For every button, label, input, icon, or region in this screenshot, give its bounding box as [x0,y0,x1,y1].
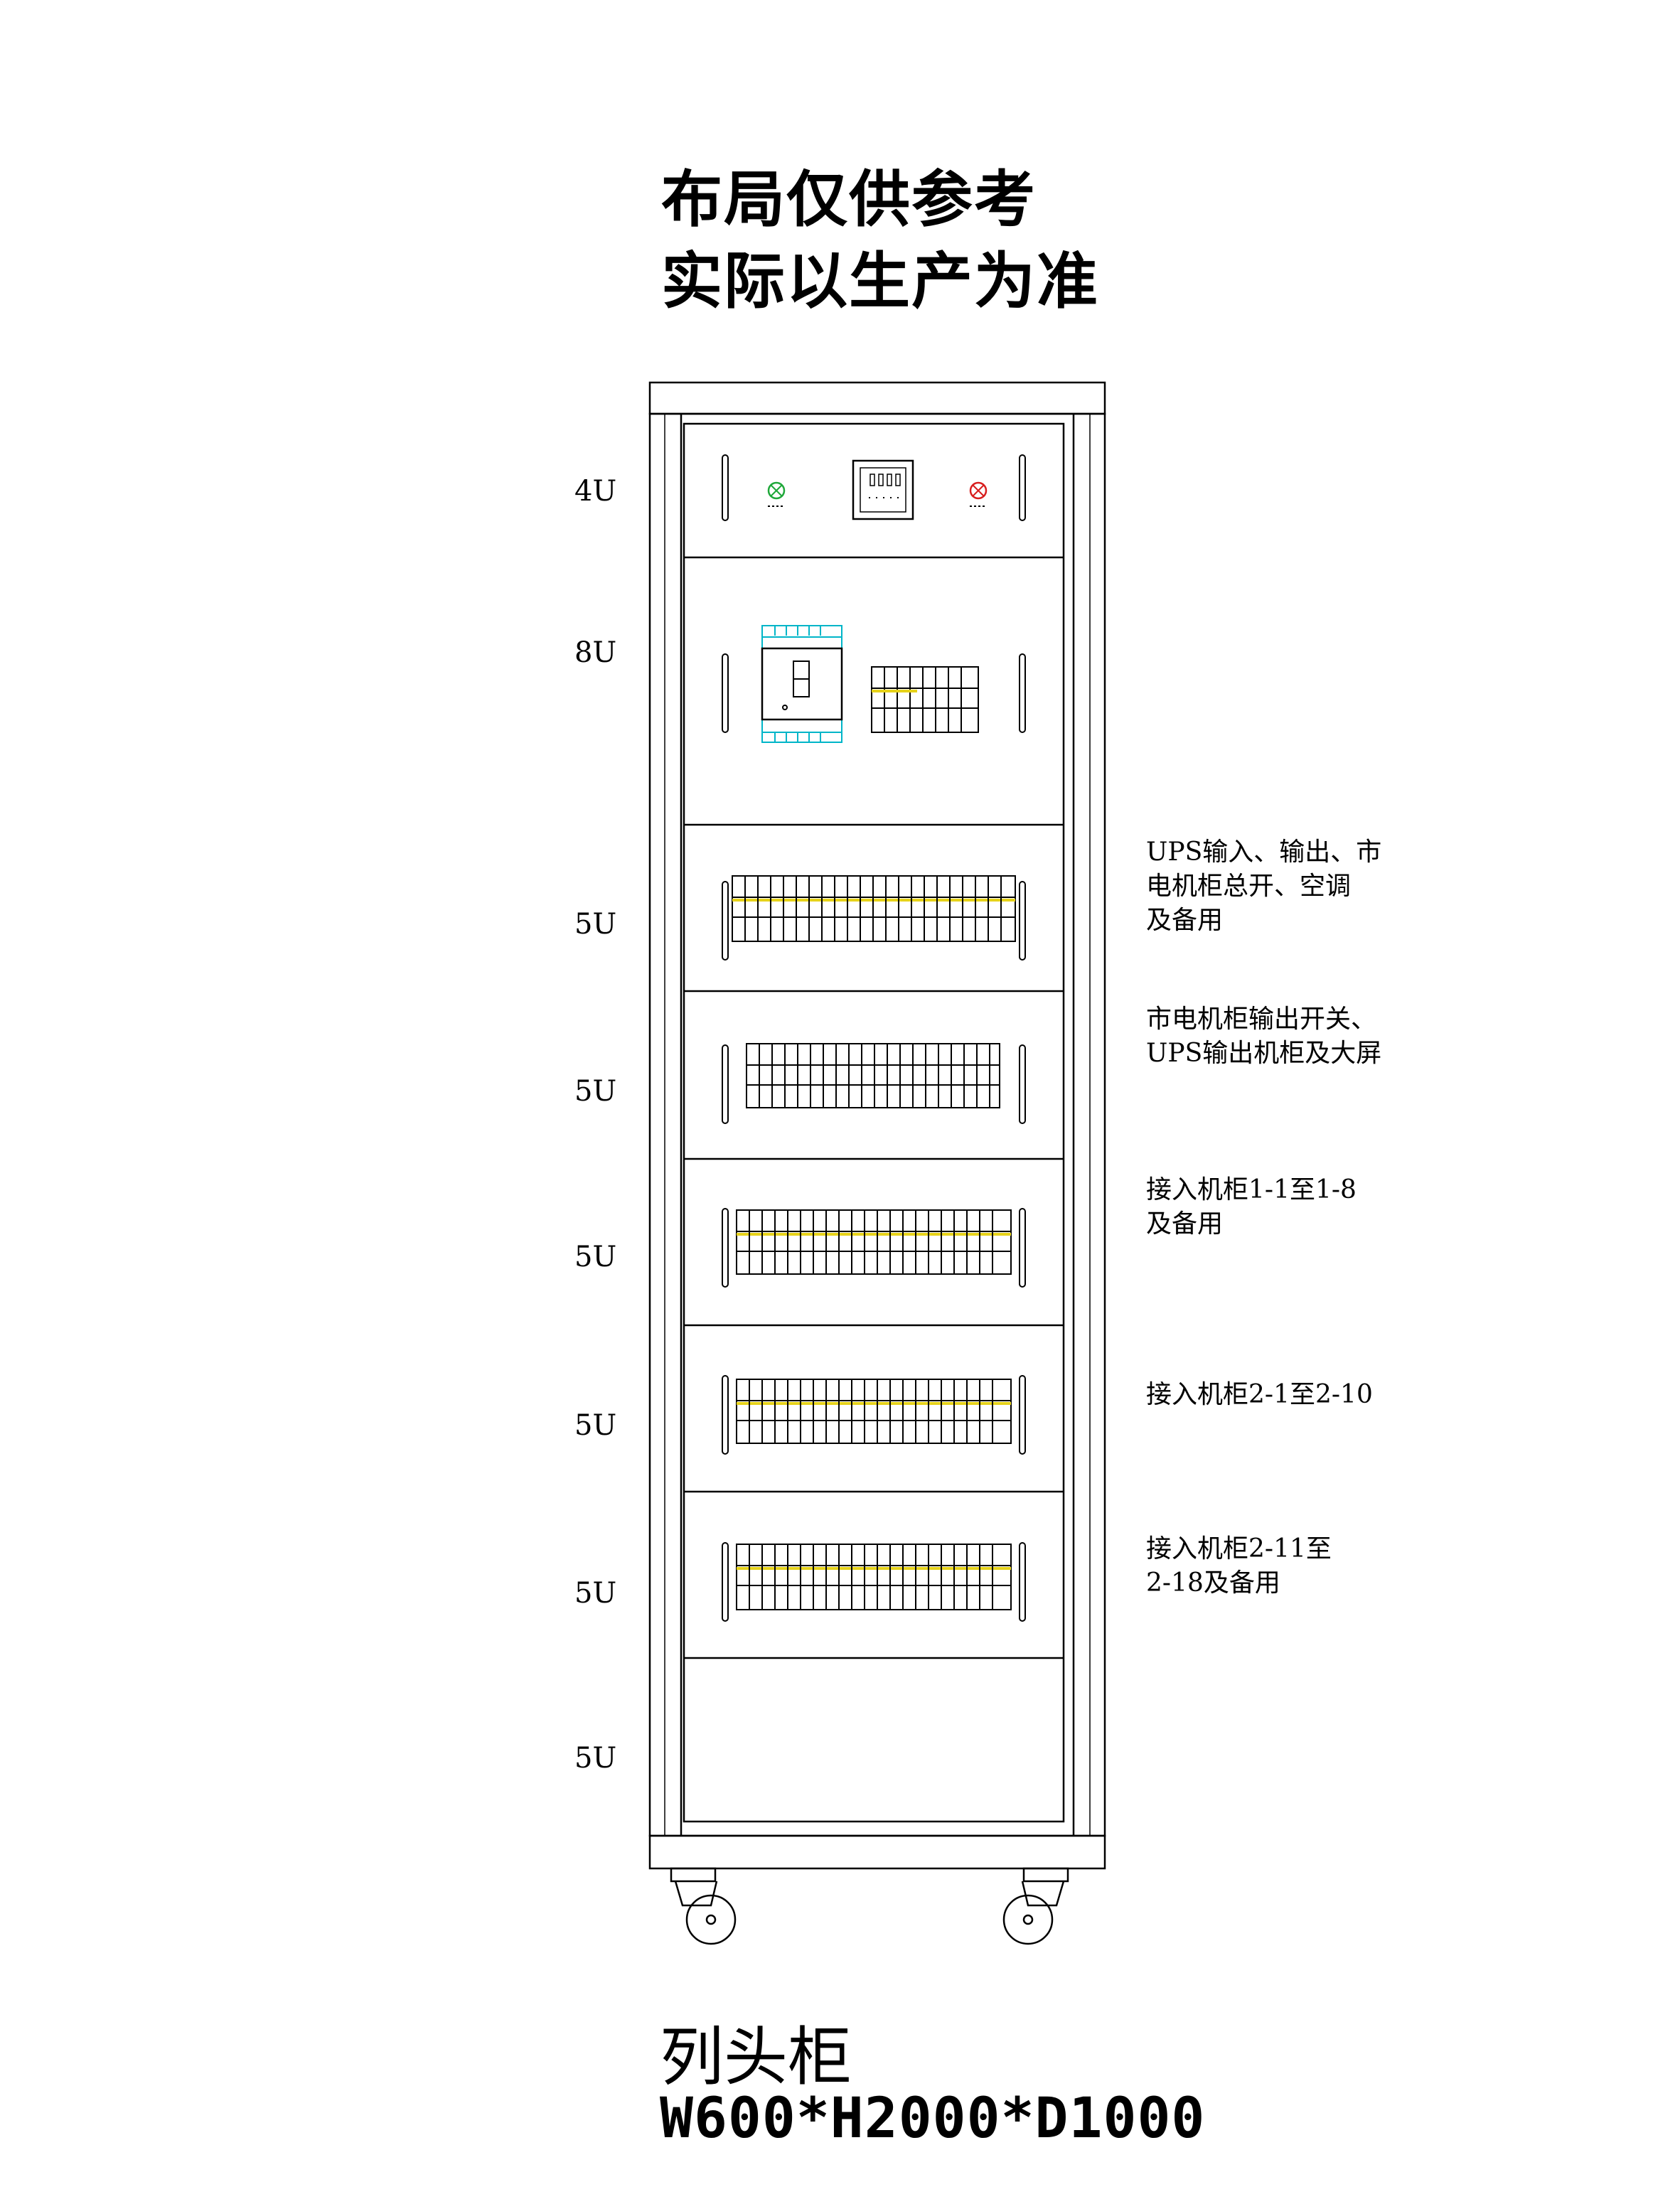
notice-line-1: 布局仅供参考 [661,164,1037,235]
u-label-panel-7: 5U [574,1577,617,1610]
breaker-row-panel-3 [732,875,1016,942]
main-breaker-icon [761,625,843,743]
u-label-panel-5: 5U [574,1241,617,1273]
u-label-panel-1: 4U [574,475,617,508]
desc-line: 接入机柜1-1至1-8 [1146,1175,1357,1204]
u-label-panel-4: 5U [574,1075,617,1108]
caster-left-icon [670,1867,737,1945]
desc-line: 接入机柜2-11至 [1146,1534,1332,1563]
cabinet-dimensions: W600*H2000*D1000 [660,2087,1206,2151]
u-label-panel-6: 5U [574,1409,617,1442]
caster-right-icon [1002,1867,1069,1945]
u-label-panel-2: 8U [574,636,617,669]
desc-line: 市电机柜输出开关、 [1146,1005,1377,1034]
digital-meter-icon [852,459,914,520]
breaker-row-panel-6 [736,1379,1012,1444]
breaker-row-panel-4 [746,1043,1000,1108]
breaker-row-panel-5 [736,1209,1012,1275]
cabinet-name: 列头柜 [660,2020,852,2095]
panel-6-description: 接入机柜2-1至2-10 [1146,1378,1373,1412]
panel-3-description: UPS输入、输出、市 电机柜总开、空调 及备用 [1146,835,1381,938]
desc-line: UPS输入、输出、市 [1146,838,1382,867]
desc-line: UPS输出机柜及大屏 [1146,1039,1382,1068]
desc-line: 2-18及备用 [1146,1568,1280,1598]
u-label-panel-3: 5U [574,908,617,941]
panel-4-description: 市电机柜输出开关、 UPS输出机柜及大屏 [1146,1002,1381,1071]
desc-line: 电机柜总开、空调 [1146,872,1352,901]
indicator-light-green-icon [767,481,786,507]
cabinet-frame [648,412,1106,1837]
notice-line-2: 实际以生产为准 [661,246,1099,317]
u-label-panel-8: 5U [574,1742,617,1775]
panel-5-description: 接入机柜1-1至1-8 及备用 [1146,1173,1357,1241]
indicator-light-red-icon [969,481,988,507]
breaker-row-panel-7 [736,1544,1012,1610]
panel-7-description: 接入机柜2-11至 2-18及备用 [1146,1532,1332,1600]
mcb-group-icon [871,666,979,733]
desc-line: 及备用 [1146,1209,1224,1239]
cabinet-top-cap [648,381,1106,415]
desc-line: 及备用 [1146,906,1224,935]
desc-line: 接入机柜2-1至2-10 [1146,1380,1373,1409]
panel-handles [722,454,1026,1622]
cabinet-plinth [648,1834,1106,1870]
